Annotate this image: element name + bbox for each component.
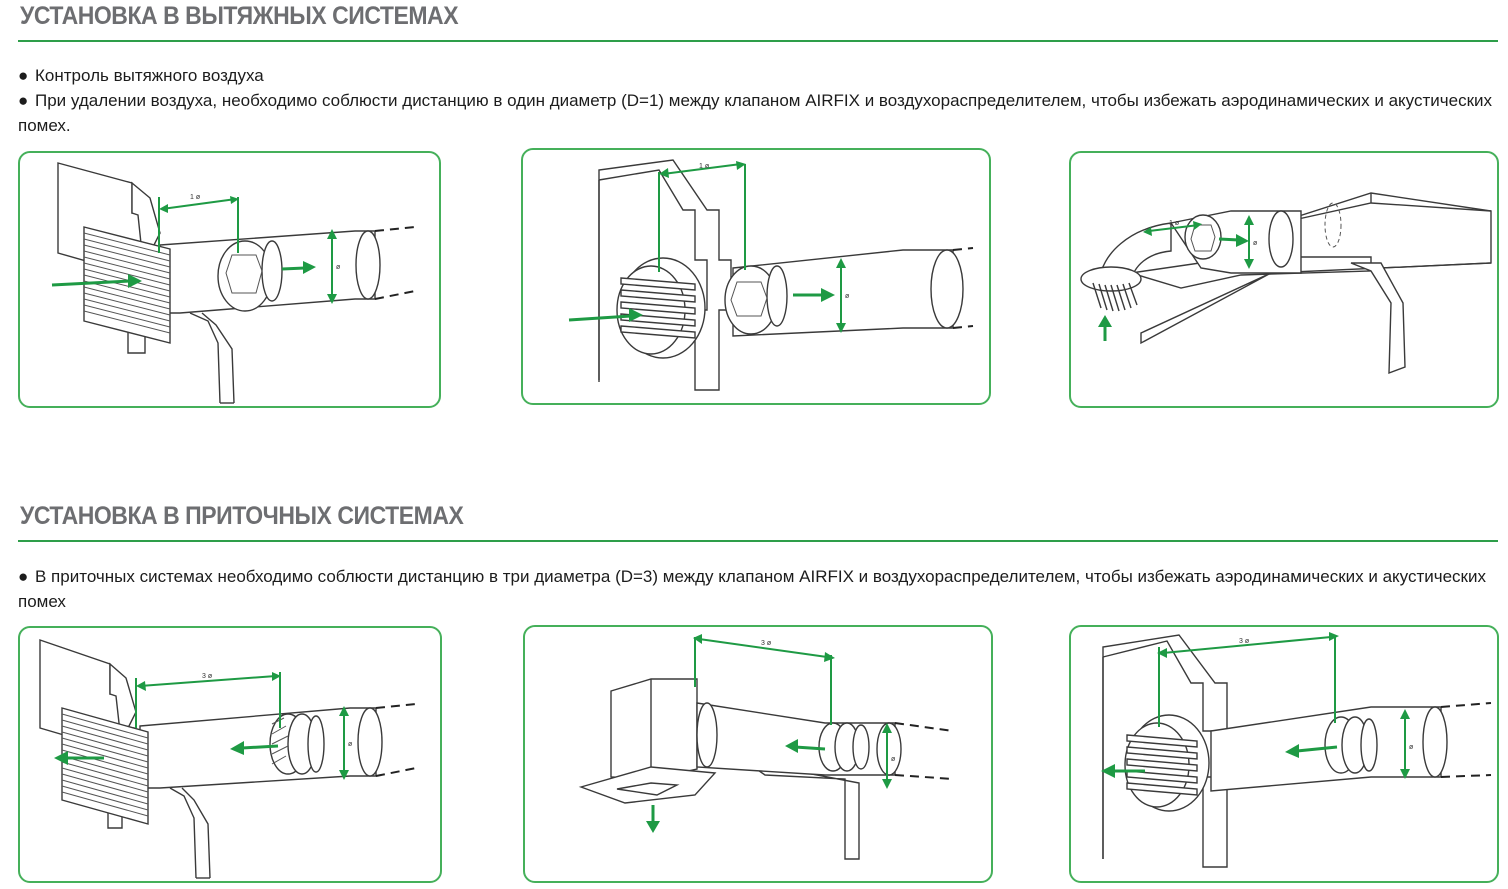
supply-section-title: УСТАНОВКА В ПРИТОЧНЫХ СИСТЕМАХ [20,502,464,530]
supply-diameter-label: ø [891,756,896,763]
supply-bullets: ●В приточных системах необходимо соблюст… [18,564,1498,614]
exhaust-diameter-label: ø [845,293,850,300]
supply-title-divider [18,540,1498,542]
exhaust-bullet-1: ●Контроль вытяжного воздуха [18,66,264,85]
exhaust-diameter-label: ø [336,264,341,271]
supply-diagram-ceiling-box: 3 ø ø [523,625,993,883]
supply-distance-label: 3 ø [761,640,772,647]
exhaust-section-title: УСТАНОВКА В ВЫТЯЖНЫХ СИСТЕМАХ [20,2,459,30]
exhaust-diagram-ceiling-elbow: 1 ø ø [1069,151,1499,408]
exhaust-distance-label: 1 ø [1169,220,1180,227]
exhaust-distance-label: 1 ø [190,194,201,201]
supply-distance-label: 3 ø [1239,638,1250,645]
exhaust-bullet-2: ●При удалении воздуха, необходимо соблюс… [18,91,1493,135]
supply-distance-label: 3 ø [202,673,213,680]
exhaust-title-divider [18,40,1498,42]
supply-diagram-wall-diffuser: 3 ø ø [1069,625,1499,883]
supply-bullet-1: ●В приточных системах необходимо соблюст… [18,567,1486,611]
supply-diameter-label: ø [348,741,353,748]
supply-diameter-label: ø [1409,744,1414,751]
exhaust-diagram-wall-diffuser: 1 ø ø [521,148,991,405]
exhaust-bullets: ●Контроль вытяжного воздуха ●При удалени… [18,63,1498,138]
exhaust-diagram-wall-grille: 1 ø ø [18,151,441,408]
exhaust-distance-label: 1 ø [699,163,710,170]
exhaust-diameter-label: ø [1253,240,1258,247]
supply-diagram-wall-grille: 3 ø ø [18,626,442,883]
